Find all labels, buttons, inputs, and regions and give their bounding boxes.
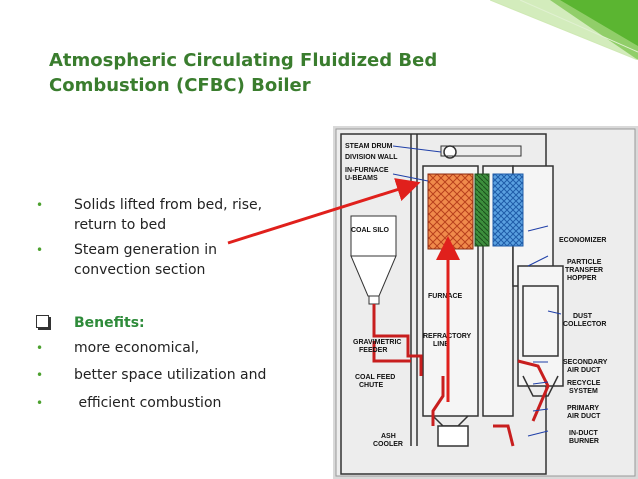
- label-gravimetric: GRAVIMETRIC: [353, 339, 401, 346]
- label-in-duct: IN-DUCT: [569, 430, 598, 437]
- label-u-beams: U-BEAMS: [345, 175, 378, 182]
- label-ash: ASH: [381, 433, 396, 440]
- corner-line: [490, 0, 638, 60]
- label-coal-silo: COAL SILO: [351, 227, 390, 234]
- label-leader-lines: [392, 145, 562, 437]
- bullet-text: efficient combustion: [74, 395, 222, 411]
- u-beams-panel: [427, 173, 474, 250]
- bullet-text: Steam generation in convection section: [74, 242, 218, 278]
- cfbc-boiler-diagram: STEAM DRUM DIVISION WALL IN-FURNACE U-BE…: [333, 126, 638, 479]
- label-steam-drum: STEAM DRUM: [345, 143, 393, 150]
- slide-title-line-2: Combustion (CFBC) Boiler: [49, 75, 311, 96]
- label-primary: PRIMARY: [567, 405, 599, 412]
- label-coal-feed: COAL FEED: [355, 374, 395, 381]
- label-cooler: COOLER: [373, 441, 403, 448]
- benefits-heading-text: Benefits:: [74, 315, 145, 331]
- label-refractory-line: LINE: [433, 341, 449, 348]
- slide-title-line-1: Atmospheric Circulating Fluidized Bed: [49, 50, 438, 71]
- label-feeder: FEEDER: [359, 347, 387, 354]
- bullet-dot: •: [36, 341, 44, 355]
- convection-panel: [492, 173, 524, 247]
- bullet-dot: •: [36, 243, 44, 257]
- label-transfer: TRANSFER: [565, 267, 603, 274]
- label-recycle: RECYCLE: [567, 380, 601, 387]
- label-furnace: FURNACE: [428, 293, 463, 300]
- label-refractory: REFRACTORY: [423, 333, 472, 340]
- steam-drum-header: [440, 145, 522, 157]
- division-wall-panel: [474, 173, 490, 247]
- bullet-dot: •: [36, 396, 44, 410]
- label-primary-air-duct: AIR DUCT: [567, 413, 601, 420]
- label-in-furnace: IN-FURNACE: [345, 167, 389, 174]
- label-secondary-air-duct: AIR DUCT: [567, 367, 601, 374]
- corner-line: [519, 0, 638, 53]
- label-economizer: ECONOMIZER: [559, 237, 606, 244]
- label-chute: CHUTE: [359, 382, 383, 389]
- label-burner: BURNER: [569, 438, 599, 445]
- bullet-dot: •: [36, 198, 44, 212]
- feed-pipes: [372, 304, 550, 447]
- label-particle: PARTICLE: [567, 259, 602, 266]
- label-hopper: HOPPER: [567, 275, 597, 282]
- bullet-text: Solids lifted from bed, rise, return to …: [74, 197, 263, 233]
- label-collector: COLLECTOR: [563, 321, 606, 328]
- label-dust: DUST: [573, 313, 593, 320]
- bullet-text: better space utilization and: [74, 367, 267, 383]
- slide-title: Atmospheric Circulating Fluidized Bed Co…: [49, 48, 469, 98]
- bullet-text: more economical,: [74, 340, 200, 356]
- label-secondary: SECONDARY: [563, 359, 608, 366]
- label-recycle-system: SYSTEM: [569, 388, 598, 395]
- checkbox-bullet-icon: [36, 315, 49, 328]
- label-division-wall: DIVISION WALL: [345, 154, 398, 161]
- bullet-dot: •: [36, 368, 44, 382]
- corner-decoration: [490, 0, 638, 60]
